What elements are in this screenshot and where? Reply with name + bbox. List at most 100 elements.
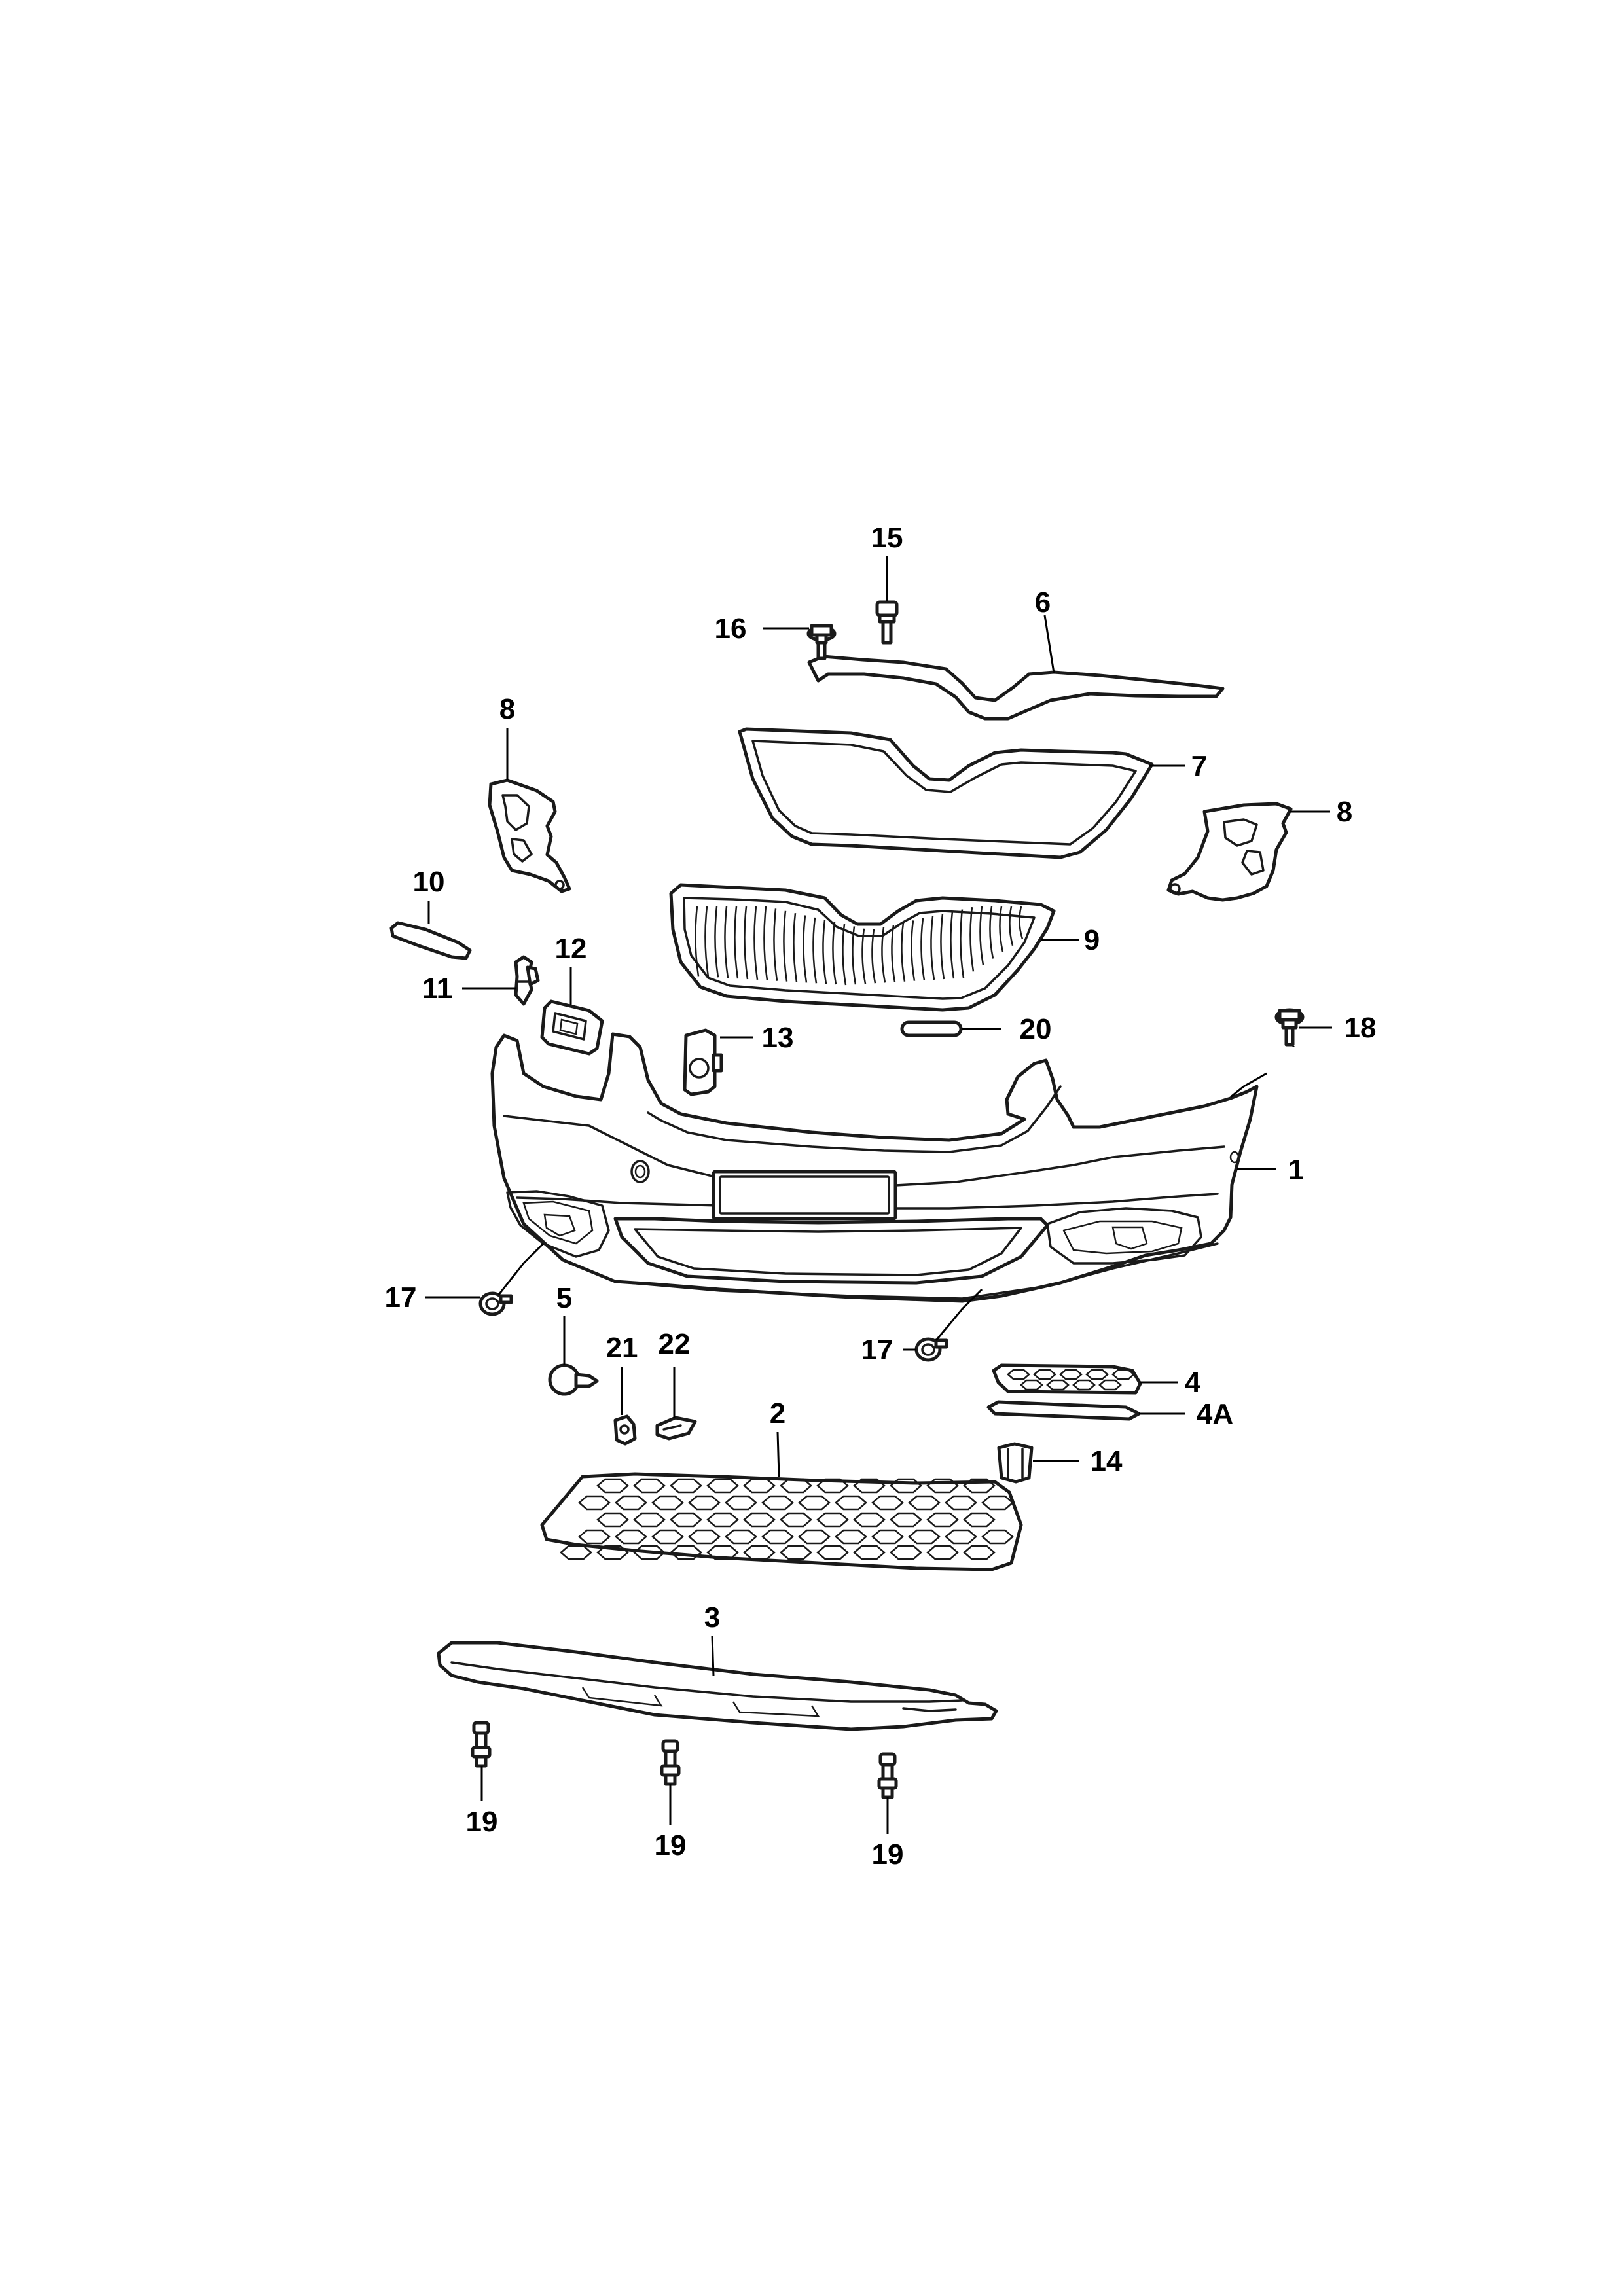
part-4a-trim-strip	[986, 1400, 1141, 1421]
grille-hexagon	[578, 1495, 611, 1511]
grille-hexagon	[890, 1545, 922, 1560]
grille-hexagon	[963, 1545, 996, 1560]
part-14-clip	[997, 1442, 1034, 1484]
grille-slat	[1009, 906, 1014, 946]
grille-hexagon	[780, 1478, 812, 1494]
callout-2: 2	[770, 1397, 785, 1429]
grille-hexagon	[633, 1478, 666, 1494]
grille-hexagon	[615, 1495, 647, 1511]
callout-4: 4	[1185, 1367, 1201, 1399]
callout-13: 13	[762, 1022, 794, 1054]
callout-1: 1	[1288, 1154, 1304, 1186]
callout-11: 11	[422, 973, 453, 1005]
grille-hexagon	[926, 1545, 959, 1560]
grille-hexagon	[780, 1545, 812, 1560]
callout-6: 6	[1035, 586, 1051, 619]
fog-grille-hexagons	[1007, 1369, 1135, 1391]
grille-hexagon	[688, 1495, 721, 1511]
grille-slat	[714, 906, 719, 978]
fog-hexagon	[1098, 1379, 1122, 1391]
grille-slat	[979, 906, 984, 965]
grille-hexagon	[651, 1495, 684, 1511]
grille-hexagon	[908, 1529, 941, 1545]
grille-slat	[744, 906, 749, 980]
grille-hexagon	[871, 1529, 904, 1545]
grille-hexagon	[560, 1545, 592, 1560]
grille-hexagon	[651, 1529, 684, 1545]
grille-hexagon	[670, 1478, 702, 1494]
grille-hexagon	[798, 1495, 831, 1511]
part-15-bolt	[875, 600, 899, 645]
grille-hexagon	[633, 1545, 666, 1560]
callout-18: 18	[1344, 1012, 1377, 1044]
grille-hexagon	[725, 1495, 757, 1511]
part-1-bumper-cover	[490, 1032, 1259, 1303]
part-22-pad	[655, 1416, 697, 1441]
grille-slat	[881, 927, 886, 983]
grille-slats	[695, 906, 1024, 986]
grille-hexagon	[871, 1495, 904, 1511]
grille-hexagon	[981, 1529, 1014, 1545]
grille-slat	[1019, 906, 1024, 940]
grille-hexagon	[761, 1495, 794, 1511]
callout-4a: 4A	[1197, 1398, 1233, 1430]
grille-hexagon	[926, 1512, 959, 1528]
grille-slat	[724, 906, 729, 978]
grille-hexagon	[670, 1512, 702, 1528]
grille-hexagon	[963, 1512, 996, 1528]
grille-hexagon	[835, 1529, 867, 1545]
grille-slat	[901, 922, 906, 982]
fog-hexagon	[1007, 1369, 1030, 1380]
leader-lines	[425, 556, 1332, 1834]
part-18-bolt	[1274, 1008, 1305, 1047]
grille-hexagon	[981, 1495, 1014, 1511]
grille-hexagon	[798, 1529, 831, 1545]
grille-slat	[950, 911, 955, 979]
part-6-upper-bracket	[807, 655, 1225, 721]
part-13-cover	[683, 1028, 723, 1096]
grille-slat	[960, 909, 965, 978]
grille-hexagon	[945, 1495, 977, 1511]
grille-hexagon	[743, 1512, 776, 1528]
part-17-left-clip	[478, 1291, 513, 1316]
part-2-lower-grille	[540, 1472, 1023, 1571]
grille-hexagon	[688, 1529, 721, 1545]
grille-hexagon	[816, 1545, 849, 1560]
grille-hexagon	[596, 1478, 629, 1494]
lower-grille-hexagons	[560, 1478, 1014, 1560]
grille-hexagon	[945, 1529, 977, 1545]
fog-hexagon	[1085, 1369, 1109, 1380]
grille-hexagon	[633, 1512, 666, 1528]
grille-hexagon	[853, 1478, 886, 1494]
callout-20: 20	[1020, 1013, 1052, 1045]
fog-hexagon	[1020, 1379, 1043, 1391]
part-5-cap	[548, 1363, 599, 1396]
grille-slat	[842, 924, 847, 986]
part-4-fog-grille	[992, 1363, 1142, 1395]
callout-12: 12	[555, 933, 587, 965]
grille-slat	[763, 906, 768, 980]
callout-10: 10	[413, 866, 445, 898]
grille-slat	[920, 918, 926, 981]
callout-14: 14	[1091, 1445, 1123, 1477]
part-19-bolt-middle	[660, 1739, 681, 1786]
grille-hexagon	[853, 1545, 886, 1560]
callout-15: 15	[871, 522, 903, 554]
grille-hexagon	[853, 1512, 886, 1528]
part-8-right-bracket	[1166, 802, 1293, 902]
callout-17-left: 17	[385, 1282, 417, 1314]
part-8-left-bracket	[488, 778, 571, 893]
grille-slat	[803, 915, 808, 983]
part-20-small-strip	[900, 1020, 963, 1037]
grille-slat	[911, 920, 916, 981]
callout-19-middle: 19	[655, 1829, 687, 1861]
grille-hexagon	[816, 1478, 849, 1494]
fog-hexagon	[1111, 1369, 1135, 1380]
fog-hexagon	[1046, 1379, 1070, 1391]
callout-8-left: 8	[499, 693, 515, 725]
grille-hexagon	[780, 1512, 812, 1528]
grille-slat	[852, 926, 857, 985]
callout-19-right: 19	[872, 1839, 904, 1871]
fog-hexagon	[1033, 1369, 1056, 1380]
grille-hexagon	[670, 1545, 702, 1560]
